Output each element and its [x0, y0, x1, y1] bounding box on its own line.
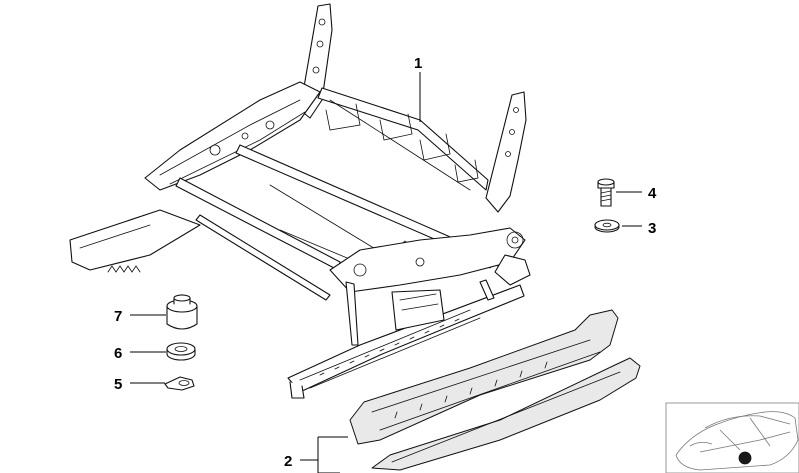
vehicle-location-thumbnail	[665, 402, 799, 473]
seat-location-marker-icon	[738, 451, 752, 465]
callout-label-6: 6	[114, 345, 122, 362]
callout-label-5: 5	[114, 376, 122, 393]
callout-3: 3	[622, 220, 656, 237]
callout-label-4: 4	[648, 185, 657, 202]
bushing-part[interactable]	[166, 294, 198, 330]
callout-7: 7	[114, 308, 166, 325]
callout-4: 4	[616, 185, 657, 202]
callout-1: 1	[414, 55, 422, 122]
ring-part[interactable]	[166, 342, 196, 361]
seat-rail-cover-part[interactable]	[349, 309, 641, 471]
callout-label-1: 1	[414, 55, 422, 72]
callout-label-2: 2	[284, 453, 292, 470]
callout-6: 6	[114, 345, 166, 362]
seat-frame-part[interactable]	[69, 3, 531, 399]
callout-2: 2	[284, 436, 348, 473]
callout-5: 5	[114, 376, 165, 393]
callout-label-7: 7	[114, 308, 122, 325]
callout-label-3: 3	[648, 220, 656, 237]
bolt-part[interactable]	[597, 178, 615, 207]
washer-part[interactable]	[594, 219, 620, 233]
clip-part[interactable]	[164, 376, 195, 391]
